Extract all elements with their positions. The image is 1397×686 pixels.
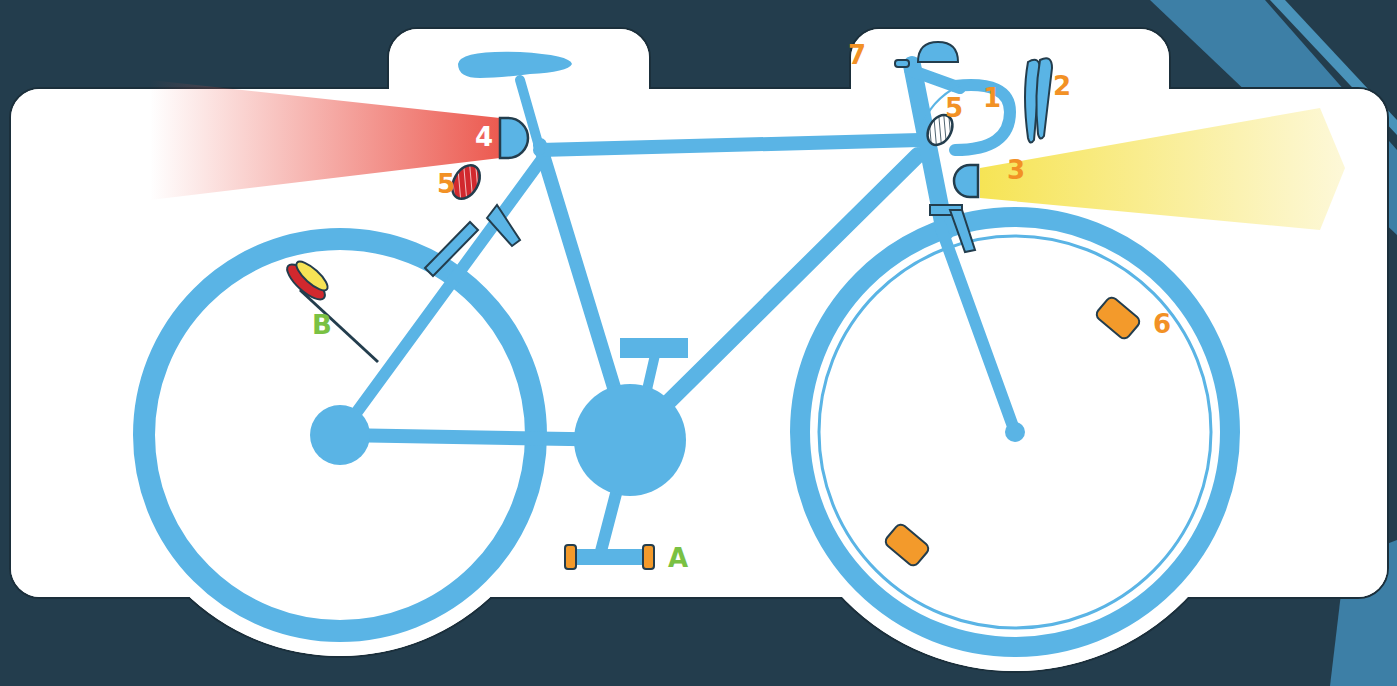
- panel: [10, 28, 1388, 672]
- callout-number: 5: [437, 171, 455, 197]
- callout-number: A: [668, 545, 688, 571]
- rear-light-beam: [150, 80, 500, 200]
- bell-lever: [895, 60, 909, 67]
- callout-number: B: [312, 312, 332, 338]
- spoke-reflector: [883, 295, 1141, 568]
- callout-number: 3: [1007, 157, 1025, 183]
- brake-lever: [1025, 58, 1052, 142]
- rear-light: [500, 118, 528, 158]
- panel-fill: [11, 29, 1387, 671]
- callout-number: 2: [1053, 73, 1071, 99]
- callout-number: 1: [983, 85, 1001, 111]
- rear-stick-reflector: [282, 257, 331, 304]
- callout-number: 7: [848, 42, 866, 68]
- reflector-stick: [300, 290, 378, 362]
- bell: [918, 42, 958, 62]
- light-bracket: [425, 205, 975, 276]
- pedal-reflector: [565, 545, 654, 569]
- callout-number: 4: [475, 124, 493, 150]
- callout-number: 6: [1153, 311, 1171, 337]
- bicycle-parts: [310, 52, 1025, 565]
- callout-number: 5: [945, 95, 963, 121]
- bicycle: [144, 65, 1230, 647]
- front-light: [954, 165, 978, 197]
